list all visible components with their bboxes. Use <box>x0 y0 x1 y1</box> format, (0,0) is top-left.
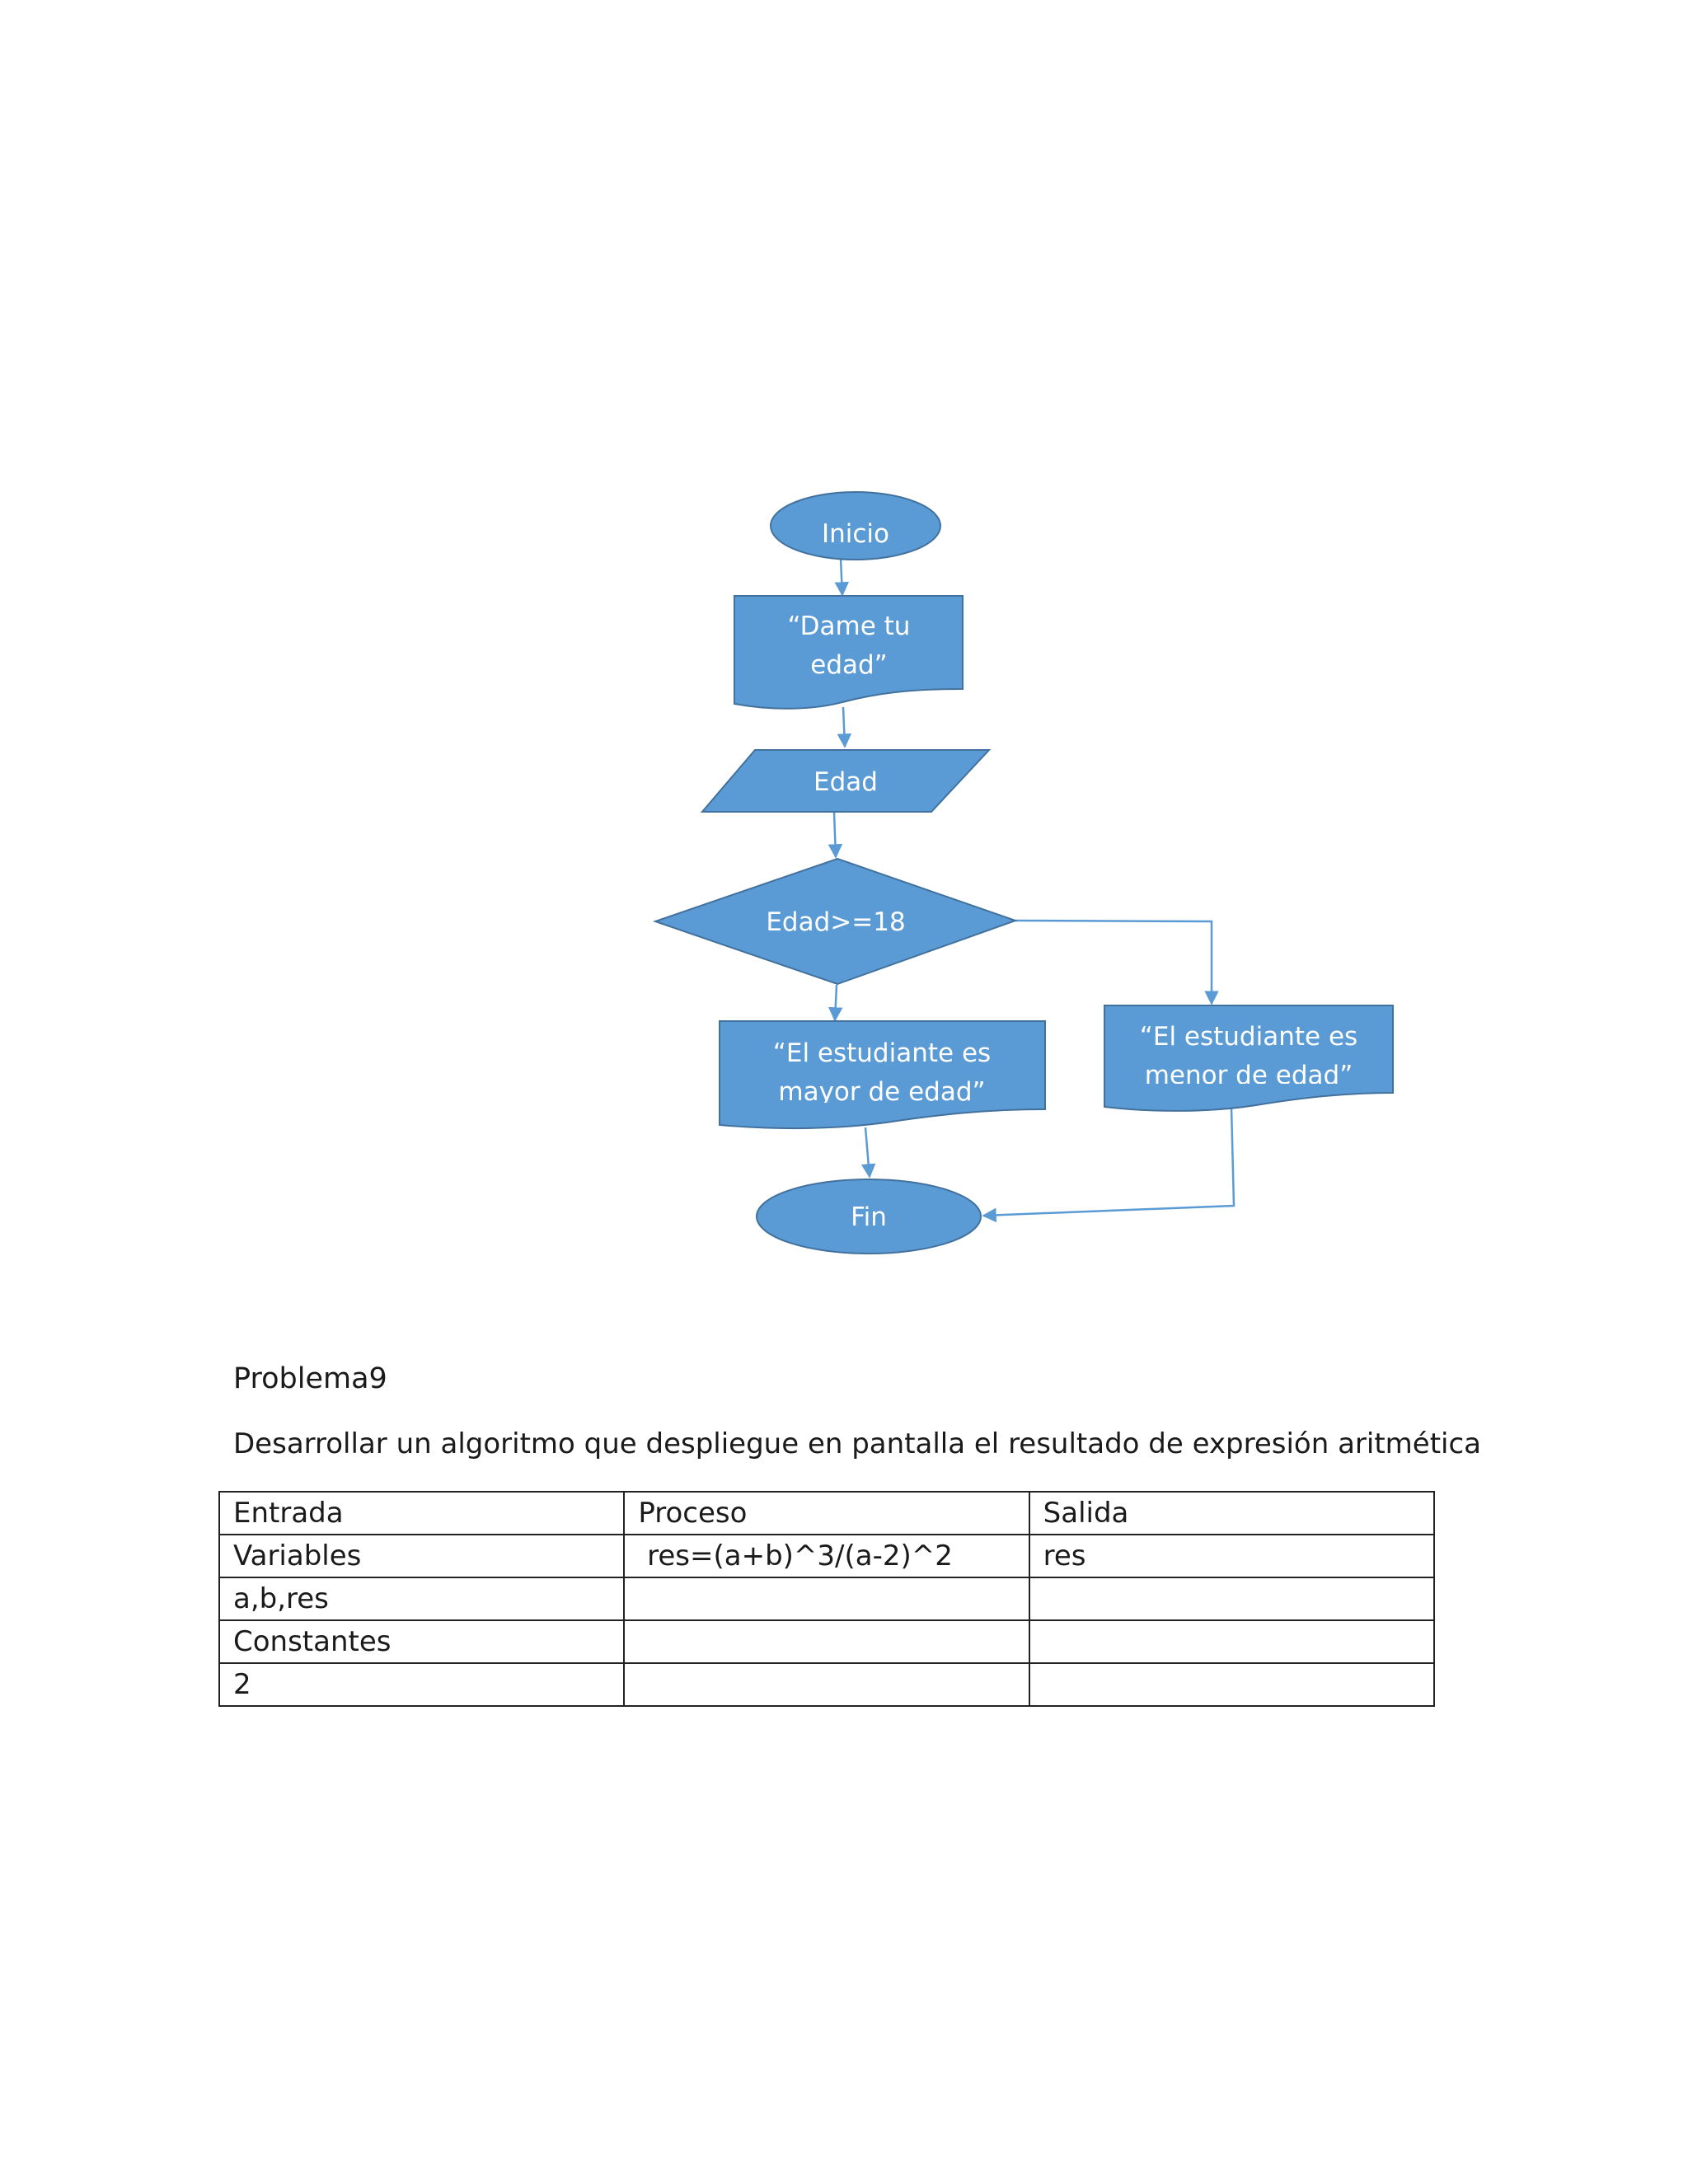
prompt-text-line2: edad” <box>810 650 887 680</box>
minor-text-line2: menor de edad” <box>1145 1061 1353 1090</box>
flowchart: Inicio “Dame tu edad” Edad Edad>=18 “El … <box>652 491 1394 1254</box>
arrow-adult-to-end <box>860 1127 876 1179</box>
table-cell: a,b,res <box>218 1577 626 1621</box>
table-cell <box>1028 1577 1436 1621</box>
ipo-table: Entrada Proceso Salida Variables res=(a+… <box>218 1491 1436 1707</box>
table-cell: Constantes <box>218 1619 626 1664</box>
adult-text-line1: “El estudiante es <box>773 1038 991 1068</box>
table-cell: Entrada <box>218 1491 626 1535</box>
problem-title: Problema9 <box>233 1362 387 1395</box>
arrow-decision-to-adult <box>828 984 843 1022</box>
minor-output-document: “El estudiante es menor de edad” <box>1104 1005 1394 1112</box>
table-cell: Variables <box>218 1534 626 1578</box>
arrow-minor-to-end <box>982 1106 1236 1223</box>
table-row: a,b,res <box>218 1577 1436 1621</box>
connectors <box>828 558 1236 1223</box>
table-row: Constantes <box>218 1619 1436 1664</box>
arrow-prompt-to-input <box>837 706 852 748</box>
adult-text-line2: mayor de edad” <box>778 1077 985 1107</box>
prompt-text-line1: “Dame tu <box>788 612 911 641</box>
table-cell <box>623 1619 1030 1664</box>
arrow-input-to-decision <box>828 811 843 859</box>
decision-label: Edad>=18 <box>766 907 905 937</box>
input-parallelogram: Edad <box>700 749 992 813</box>
arrow-start-to-prompt <box>834 558 850 597</box>
table-cell: Salida <box>1028 1491 1436 1535</box>
table-cell <box>1028 1619 1436 1664</box>
input-label: Edad <box>814 767 878 797</box>
prompt-document: “Dame tu edad” <box>734 595 964 710</box>
table-cell <box>623 1577 1030 1621</box>
arrow-decision-to-minor <box>1015 919 1219 1005</box>
table-row: Variables res=(a+b)^3/(a-2)^2 res <box>218 1534 1436 1578</box>
problem-description: Desarrollar un algoritmo que despliegue … <box>233 1427 1482 1460</box>
start-label: Inicio <box>822 519 889 549</box>
start-terminator: Inicio <box>770 491 941 560</box>
table-cell <box>623 1662 1030 1707</box>
table-row: 2 <box>218 1662 1436 1707</box>
table-cell <box>1028 1662 1436 1707</box>
end-terminator: Fin <box>756 1179 982 1254</box>
table-cell: Proceso <box>623 1491 1030 1535</box>
table-cell: res <box>1028 1534 1436 1578</box>
table-row: Entrada Proceso Salida <box>218 1491 1436 1535</box>
end-label: Fin <box>851 1202 887 1232</box>
table-cell: 2 <box>218 1662 626 1707</box>
table-cell: res=(a+b)^3/(a-2)^2 <box>623 1534 1030 1578</box>
minor-text-line1: “El estudiante es <box>1140 1022 1357 1052</box>
adult-output-document: “El estudiante es mayor de edad” <box>719 1020 1046 1130</box>
decision-diamond: Edad>=18 <box>652 857 1019 986</box>
